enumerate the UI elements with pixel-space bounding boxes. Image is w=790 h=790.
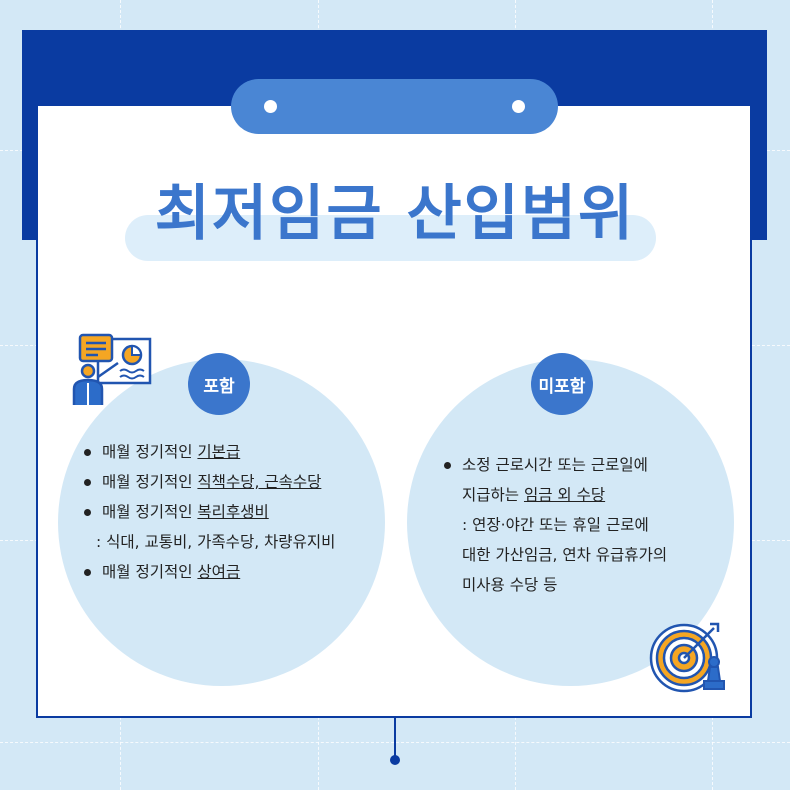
title-highlight (125, 215, 656, 261)
list-item-link: 임금 외 수당 (523, 486, 606, 504)
binder-pill (231, 79, 558, 134)
list-item-line: 대한 가산임금, 연차 유급휴가의 (462, 546, 668, 564)
pill-dot-left (264, 100, 277, 113)
list-item-link: 복리후생비 (197, 503, 269, 521)
target-icon (649, 622, 725, 693)
presentation-icon (72, 333, 152, 405)
list-item-link: 직책수당, 근속수당 (197, 473, 322, 491)
list-item-line: 지급하는 임금 외 수당 (462, 486, 606, 504)
connector-dot (390, 755, 400, 765)
pill-dot-right (512, 100, 525, 113)
excluded-badge: 미포함 (531, 353, 593, 415)
list-item-link: 상여금 (197, 563, 241, 581)
list-item: 매월 정기적인 직책수당, 근속수당 (80, 467, 335, 497)
included-list: 매월 정기적인 기본급 매월 정기적인 직책수당, 근속수당 매월 정기적인 복… (80, 437, 335, 587)
list-item: 매월 정기적인 복리후생비 (80, 497, 335, 527)
page-title: 최저임금 산입범위 (154, 179, 636, 249)
list-item: 소정 근로시간 또는 근로일에 (440, 450, 667, 480)
included-badge: 포함 (188, 353, 250, 415)
list-item-line: 미사용 수당 등 (462, 576, 558, 594)
list-item-detail: : 식대, 교통비, 가족수당, 차량유지비 (96, 533, 336, 551)
connector-line (394, 718, 396, 760)
excluded-list: 소정 근로시간 또는 근로일에 지급하는 임금 외 수당 : 연장·야간 또는 … (440, 450, 667, 600)
list-item-line: : 연장·야간 또는 휴일 근로에 (462, 516, 649, 534)
list-item-link: 기본급 (197, 443, 241, 461)
list-item: 매월 정기적인 기본급 (80, 437, 335, 467)
list-item: 매월 정기적인 상여금 (80, 557, 335, 587)
